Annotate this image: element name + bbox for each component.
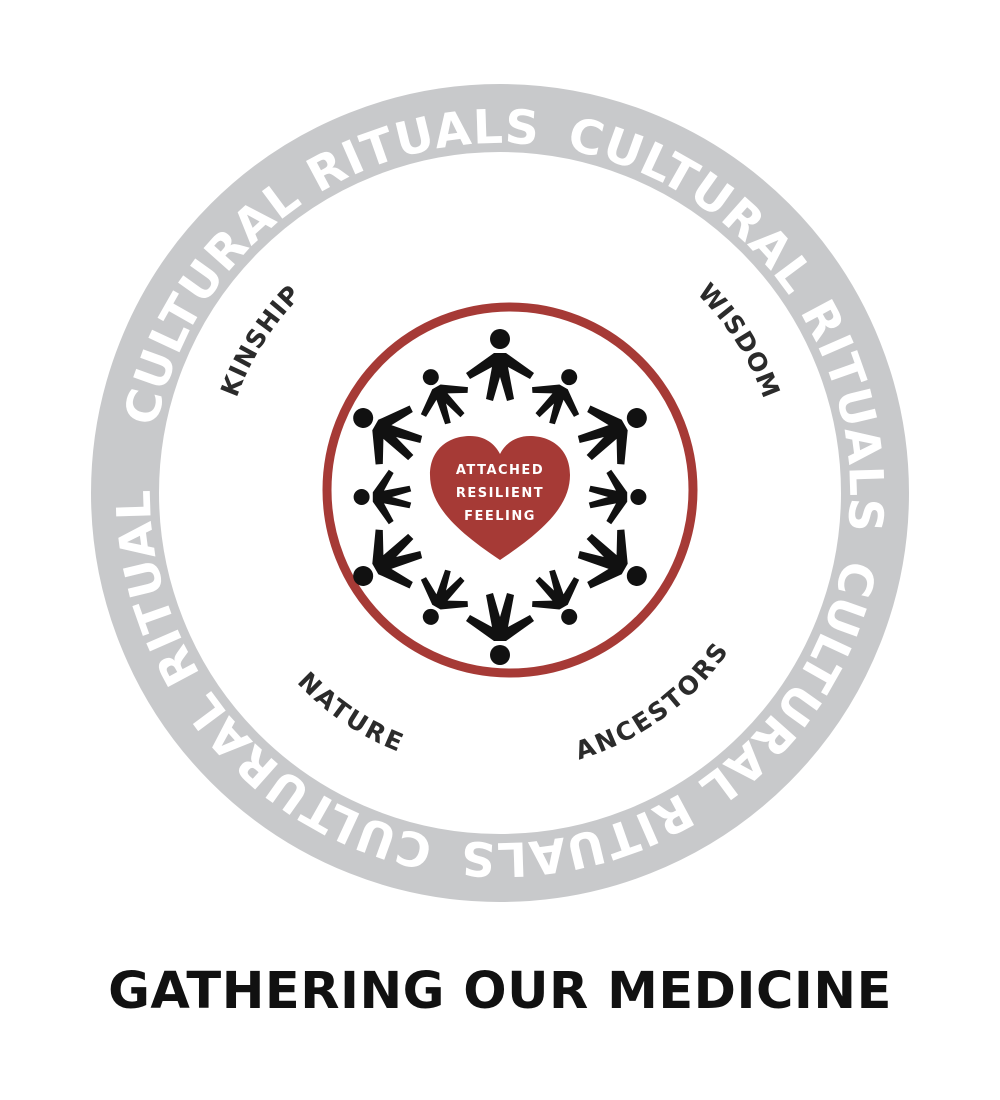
person-figure — [577, 405, 647, 465]
heart-line-2: RESILIENT — [456, 486, 544, 501]
person-figure — [353, 405, 423, 465]
person-body-icon — [588, 469, 628, 525]
person-body-icon — [466, 353, 534, 401]
person-body-icon — [532, 569, 580, 610]
person-figure — [353, 529, 423, 589]
person-head-icon — [353, 488, 370, 506]
concept-nature-label: NATURE — [292, 667, 407, 759]
person-head-icon — [561, 608, 578, 625]
person-body-icon — [577, 405, 628, 465]
person-body-icon — [532, 384, 580, 425]
concept-wisdom-label: WISDOM — [692, 278, 785, 403]
person-head-icon — [626, 566, 647, 586]
person-head-icon — [561, 369, 578, 386]
person-head-icon — [353, 408, 374, 428]
person-head-icon — [422, 369, 439, 386]
person-figure — [466, 329, 534, 401]
person-figure — [532, 569, 580, 625]
concept-kinship-label: KINSHIP — [215, 279, 305, 400]
person-head-icon — [630, 488, 647, 506]
concept-kinship: KINSHIP — [215, 279, 306, 400]
inner-circle — [322, 302, 698, 678]
heart-line-1: ATTACHED — [456, 463, 544, 478]
person-head-icon — [626, 408, 647, 428]
person-head-icon — [353, 566, 374, 586]
concept-nature: NATURE — [292, 667, 408, 759]
outer-ring — [91, 84, 909, 902]
heart-icon — [430, 436, 570, 560]
person-figure — [420, 569, 468, 625]
person-body-icon — [420, 569, 468, 610]
person-body-icon — [420, 384, 468, 425]
person-head-icon — [490, 329, 510, 349]
person-body-icon — [372, 469, 412, 525]
person-body-icon — [466, 593, 534, 641]
heart-line-3: FEELING — [464, 509, 536, 524]
person-figure — [353, 469, 412, 525]
concept-wisdom: WISDOM — [692, 278, 786, 403]
person-figure — [466, 593, 534, 665]
person-figure — [532, 369, 580, 425]
person-figure — [577, 529, 647, 589]
people-circle — [353, 329, 647, 665]
person-figure — [420, 369, 468, 425]
page-title: GATHERING OUR MEDICINE — [108, 962, 892, 1021]
person-body-icon — [577, 529, 628, 589]
person-head-icon — [490, 645, 510, 665]
person-body-icon — [372, 529, 423, 589]
person-figure — [588, 469, 647, 525]
person-body-icon — [372, 405, 423, 465]
person-head-icon — [422, 608, 439, 625]
